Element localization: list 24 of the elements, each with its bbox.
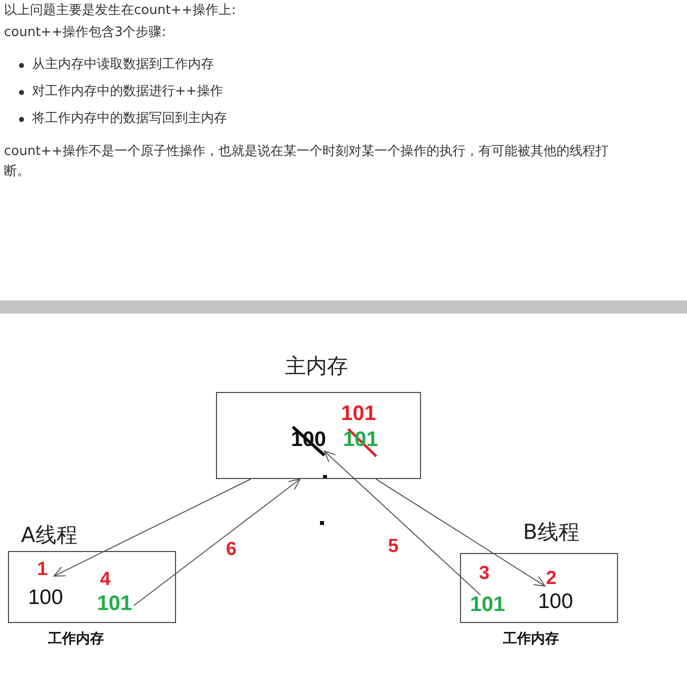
box-heading: 主内存 bbox=[285, 356, 348, 377]
arrow bbox=[53, 478, 252, 577]
intro-text: 以上问题主要是发生在count++操作上: bbox=[4, 2, 236, 20]
arrow bbox=[324, 450, 482, 596]
list-item: 将工作内存中的数据写回到主内存 bbox=[32, 110, 227, 128]
box-caption: 工作内存 bbox=[503, 632, 559, 646]
list-item: 对工作内存中的数据进行++操作 bbox=[32, 83, 223, 101]
step-number: 1 bbox=[37, 560, 48, 579]
arrow bbox=[133, 478, 301, 606]
intro-text: count++操作包含3个步骤: bbox=[4, 24, 166, 42]
value-text: 101 bbox=[97, 593, 132, 614]
value-text: 101 bbox=[470, 594, 506, 615]
box-heading: A线程 bbox=[21, 525, 78, 546]
box-caption: 工作内存 bbox=[48, 632, 104, 646]
list-item: 从主内存中读取数据到工作内存 bbox=[32, 56, 214, 74]
step-number: 4 bbox=[100, 570, 111, 589]
step-number: 3 bbox=[479, 564, 490, 583]
value-text: 100 bbox=[538, 591, 574, 612]
arrow bbox=[375, 478, 546, 587]
paragraph: count++操作不是一个原子性操作，也就是说在某一个时刻对某一个操作的执行，有可能被其他的线程打断。 bbox=[4, 143, 609, 181]
value-text: 101 bbox=[341, 403, 376, 424]
box-heading: B线程 bbox=[523, 522, 580, 543]
value-text: 100 bbox=[28, 587, 64, 608]
step-number: 2 bbox=[546, 569, 557, 588]
